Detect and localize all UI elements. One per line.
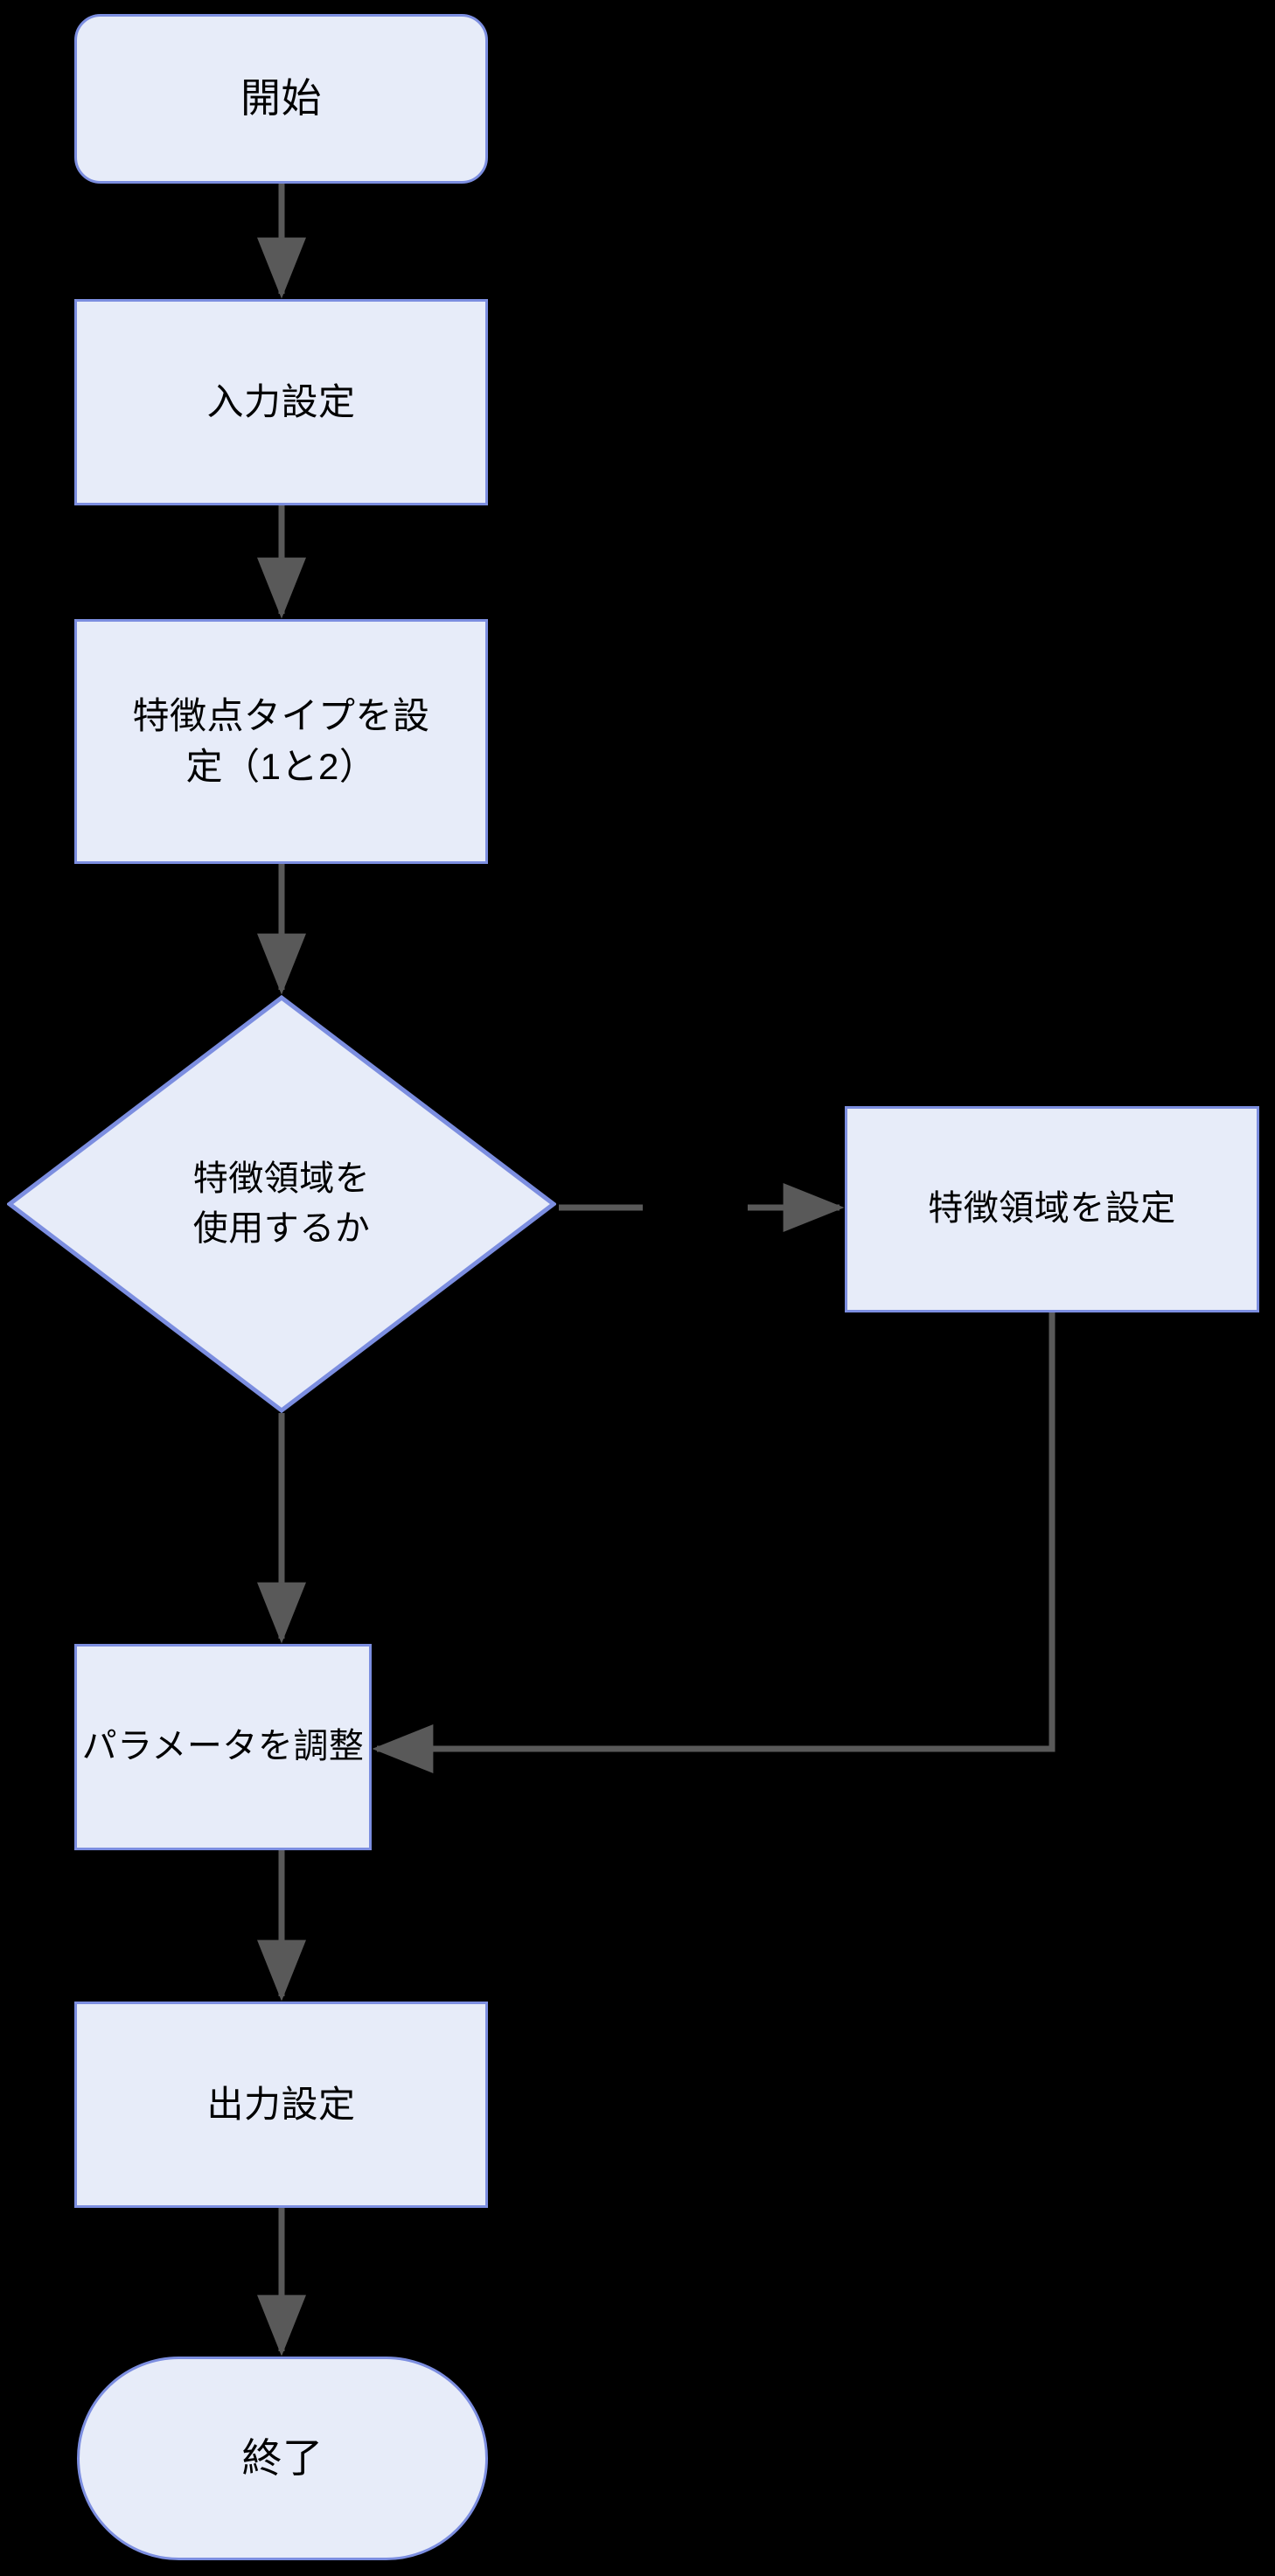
node-input-settings[interactable]: 入力設定 (74, 299, 488, 505)
node-start[interactable]: 開始 (74, 14, 488, 184)
node-output-settings[interactable]: 出力設定 (74, 2002, 488, 2208)
node-use-feature-region[interactable]: 特徴領域を 使用するか (7, 995, 556, 1413)
node-use-feature-region-label: 特徴領域を 使用するか (192, 1159, 371, 1248)
node-adjust-parameters[interactable]: パラメータを調整 (74, 1644, 372, 1850)
node-end[interactable]: 終了 (77, 2357, 488, 2560)
decision-diamond-shape (7, 995, 556, 1413)
node-set-feature-region[interactable]: 特徴領域を設定 (845, 1106, 1259, 1312)
node-feature-point-type[interactable]: 特徴点タイプを設 定（1と2） (74, 619, 488, 864)
